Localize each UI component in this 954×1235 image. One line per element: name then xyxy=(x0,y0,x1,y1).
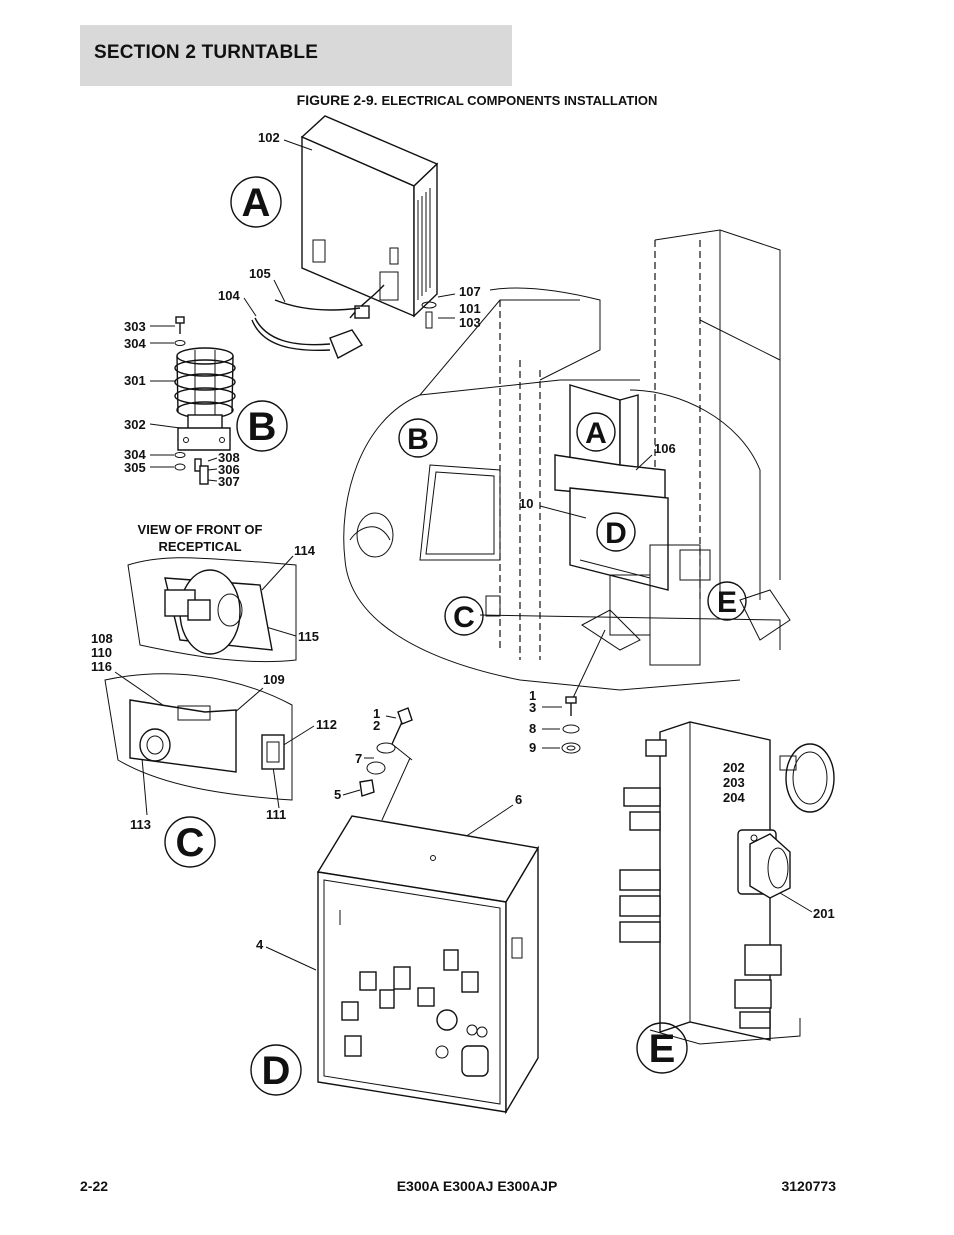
component-104-cord xyxy=(251,284,385,359)
part-103: 103 xyxy=(459,315,481,330)
component-102-box xyxy=(300,115,439,318)
valve-manifold-main xyxy=(609,544,711,666)
part-115: 115 xyxy=(298,629,319,644)
view-label-d-locator: D xyxy=(605,517,627,550)
part-102: 102 xyxy=(258,130,280,145)
valve-assembly-e xyxy=(619,721,801,1045)
view-label-e-locator: E xyxy=(717,586,737,619)
figure-number: FIGURE 2-9. xyxy=(296,92,378,108)
part-104: 104 xyxy=(218,288,240,303)
part-106: 106 xyxy=(654,441,676,456)
part-5: 5 xyxy=(334,787,341,802)
part-8: 8 xyxy=(529,721,536,736)
component-1-2-7-5-fasteners xyxy=(359,707,413,797)
component-303-screw xyxy=(175,316,185,334)
part-308: 308 xyxy=(218,450,240,465)
part-1-top: 1 xyxy=(373,706,380,721)
component-304-washer xyxy=(174,340,186,346)
part-302: 302 xyxy=(124,417,146,432)
footer-doc-number: 3120773 xyxy=(781,1178,836,1194)
view-label-c-detail: C xyxy=(176,821,205,865)
view-label-a-detail: A xyxy=(242,181,271,225)
part-116: 116 xyxy=(91,659,112,674)
part-109: 109 xyxy=(263,672,285,687)
component-4-control-box xyxy=(316,815,540,1115)
part-301: 301 xyxy=(124,373,146,388)
part-105: 105 xyxy=(249,266,271,281)
component-304-305-fasteners xyxy=(174,452,186,471)
part-304-bottom: 304 xyxy=(124,447,146,462)
part-306: 306 xyxy=(218,462,240,477)
component-gauge-e xyxy=(779,743,835,813)
component-201-horn xyxy=(737,829,791,899)
view-caption-line1: VIEW OF FRONT OF xyxy=(138,522,263,537)
part-111: 111 xyxy=(266,807,286,822)
view-label-d-detail: D xyxy=(262,1049,291,1093)
view-label-b-locator: B xyxy=(407,423,429,456)
component-302-beacon-base xyxy=(177,414,231,451)
part-112: 112 xyxy=(316,717,337,732)
part-113: 113 xyxy=(130,817,151,832)
part-10: 10 xyxy=(519,496,533,511)
part-204: 204 xyxy=(723,790,745,805)
part-7: 7 xyxy=(355,751,362,766)
component-10-plate xyxy=(569,487,669,651)
part-307: 307 xyxy=(218,474,240,489)
figure-caption: ELECTRICAL COMPONENTS INSTALLATION xyxy=(381,93,658,108)
receptacle-front-view xyxy=(127,557,297,663)
part-202: 202 xyxy=(723,760,745,775)
component-109-panel xyxy=(104,673,293,801)
part-304-top: 304 xyxy=(124,336,146,351)
component-301-beacon-guard xyxy=(174,347,236,419)
footer-models: E300A E300AJ E300AJP xyxy=(396,1178,558,1194)
component-107-101-103-fastener xyxy=(421,293,456,329)
leader-lines xyxy=(114,139,813,971)
view-label-c-locator: C xyxy=(453,601,475,634)
component-306-307-308-connector xyxy=(194,457,218,485)
part-305: 305 xyxy=(124,460,146,475)
component-106-bracket xyxy=(554,384,666,501)
part-303: 303 xyxy=(124,319,146,334)
part-number-labels: 102 105 104 107 101 103 303 304 301 302 … xyxy=(91,130,835,952)
view-label-e-detail: E xyxy=(649,1027,676,1071)
part-114: 114 xyxy=(294,543,316,558)
section-header-bar: SECTION 2 TURNTABLE xyxy=(80,25,512,86)
part-1-bottom: 1 xyxy=(529,688,536,703)
turntable-frame xyxy=(343,229,791,691)
figure-title: FIGURE 2-9. ELECTRICAL COMPONENTS INSTAL… xyxy=(0,92,954,108)
part-9: 9 xyxy=(529,740,536,755)
parts-illustration: A B C D E A B D C E 102 105 104 107 101 … xyxy=(91,115,835,1115)
view-caption-line2: RECEPTICAL xyxy=(158,539,241,554)
part-2: 2 xyxy=(373,718,380,733)
part-6: 6 xyxy=(515,792,522,807)
section-title: SECTION 2 TURNTABLE xyxy=(94,42,319,63)
part-4: 4 xyxy=(256,937,264,952)
part-107: 107 xyxy=(459,284,481,299)
view-label-b-detail: B xyxy=(248,405,277,449)
part-201: 201 xyxy=(813,906,835,921)
view-letter-callouts: A B C D E A B D C E xyxy=(164,176,747,1096)
part-110: 110 xyxy=(91,645,112,660)
part-108: 108 xyxy=(91,631,113,646)
part-203: 203 xyxy=(723,775,745,790)
control-panel-switches xyxy=(339,910,489,1077)
view-label-a-locator: A xyxy=(585,417,607,450)
part-3: 3 xyxy=(529,700,536,715)
component-c-bracket-small xyxy=(485,595,501,617)
footer-page-number: 2-22 xyxy=(80,1178,109,1194)
part-101: 101 xyxy=(459,301,481,316)
